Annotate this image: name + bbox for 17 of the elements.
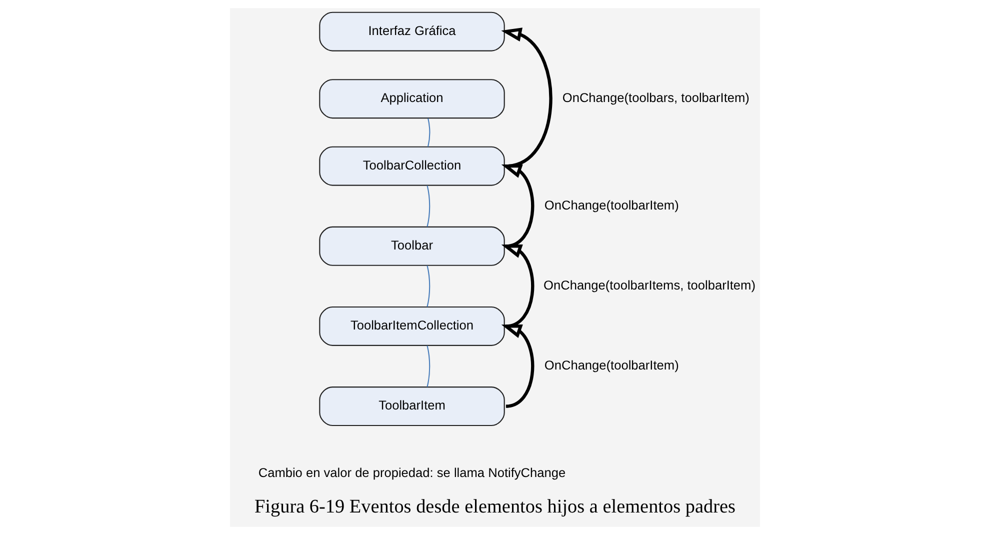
edge-label: OnChange(toolbarItems, toolbarItem)	[544, 277, 756, 292]
connector	[426, 346, 430, 387]
node-box: ToolbarItemCollection	[319, 306, 505, 346]
node-box: Application	[319, 79, 505, 119]
connector	[428, 118, 430, 147]
connector	[426, 186, 430, 227]
edge-label: OnChange(toolbarItem)	[544, 197, 679, 212]
caption: Figura 6-19 Eventos desde elementos hijos a elementos padres	[254, 496, 736, 518]
node-label: Cambio en valor de propiedad: se llama NotifyChange	[258, 464, 566, 480]
node-box: Interfaz Gráfica	[319, 12, 505, 52]
arrow	[501, 324, 534, 408]
connector	[426, 266, 430, 307]
node-box: ToolbarItem	[319, 386, 505, 426]
edge-label: OnChange(toolbarItem)	[544, 358, 679, 373]
node-box: ToolbarCollection	[319, 146, 505, 186]
edge-label: OnChange(toolbars, toolbarItem)	[562, 90, 750, 106]
node-box: Toolbar	[319, 226, 505, 266]
